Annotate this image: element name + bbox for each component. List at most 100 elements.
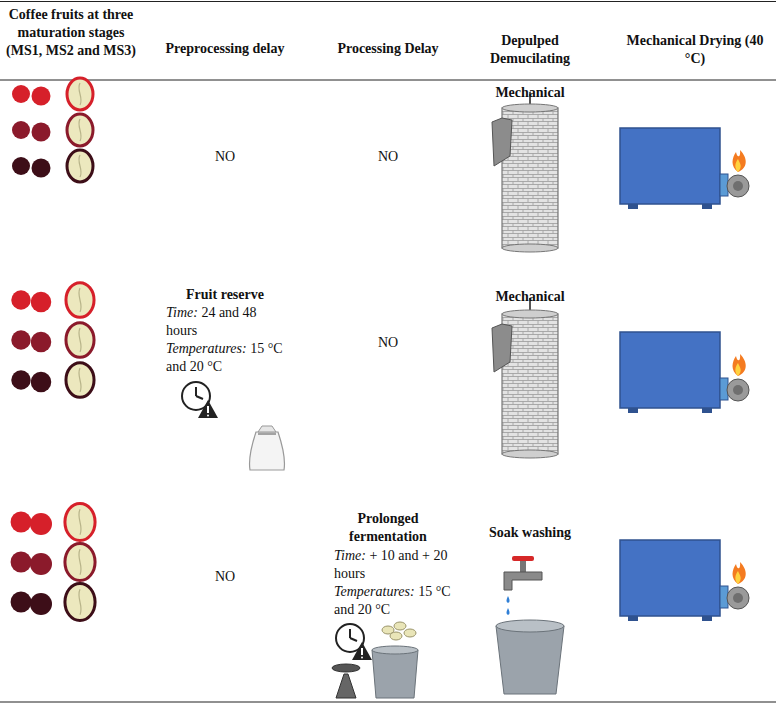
coffee-fruit-row	[11, 592, 32, 613]
fermentation-icons	[372, 646, 418, 654]
soak-washing-icons	[512, 556, 534, 561]
fermentation-icons	[394, 622, 406, 630]
coffee-fruit-row	[65, 583, 95, 620]
coffee-fruit-row	[11, 323, 94, 358]
treatment-detail: Temperatures: 15 °C and 20 °C	[334, 583, 454, 619]
coffee-fruit-row	[79, 83, 81, 105]
coffee-fruit-row	[79, 589, 81, 615]
coffee-fruit-row	[11, 363, 94, 398]
depulper-cylinder	[492, 92, 558, 252]
coffee-fruit-row	[67, 114, 93, 146]
table-rules	[0, 701, 776, 702]
depulper-cylinder	[492, 298, 558, 458]
coffee-fruit-row	[31, 372, 52, 393]
treatment-title: Fruit reserve	[160, 286, 290, 304]
clock-warning	[182, 382, 218, 418]
coffee-fruit-row	[12, 121, 30, 139]
table-cell: NO	[358, 148, 418, 166]
soak-washing-icons	[496, 626, 564, 694]
coffee-fruit-row	[30, 553, 52, 575]
coffee-fruit-row	[79, 549, 81, 575]
method-label: Soak washing	[475, 524, 585, 542]
method-label: Mechanical	[475, 288, 585, 306]
coffee-fruit-row	[67, 150, 93, 182]
fermentation-icons	[332, 622, 418, 698]
coffee-fruit-row	[79, 368, 81, 392]
column-header: Depulped Demucilating	[478, 32, 582, 68]
coffee-fruit-row	[79, 155, 81, 177]
coffee-fruit-row	[30, 513, 52, 535]
coffee-fruit-row	[79, 119, 81, 141]
fermentation-icons	[372, 650, 418, 698]
coffee-fruit-row	[12, 150, 93, 182]
coffee-fruit-row	[79, 509, 81, 535]
coffee-fruit-row	[66, 363, 94, 398]
coffee-fruit-row	[30, 593, 52, 615]
mechanical-dryer	[620, 540, 749, 621]
coffee-fruit-row	[11, 290, 30, 309]
table-rules	[0, 1, 776, 2]
treatment-title: Prolonged fermentation	[328, 510, 448, 546]
fermentation-icons	[404, 629, 416, 637]
coffee-fruit-row	[12, 78, 93, 110]
soak-washing-icons	[507, 596, 510, 603]
coffee-fruit-row	[11, 370, 30, 389]
coffee-fruit-row	[66, 283, 94, 318]
mechanical-dryer	[620, 128, 749, 209]
coffee-fruit-row	[11, 283, 94, 318]
mechanical-dryer	[620, 332, 749, 413]
soak-washing-icons	[520, 560, 526, 572]
table-cell: NO	[195, 148, 255, 166]
coffee-fruit-row	[65, 503, 95, 540]
soak-washing-icons	[507, 608, 510, 615]
coffee-fruit-row	[11, 583, 96, 620]
text-run: Temperatures:	[334, 584, 415, 599]
treatment-detail: Time: 24 and 48 hours	[166, 304, 288, 340]
fruit-sack	[258, 426, 276, 432]
soak-washing-icons	[496, 556, 564, 694]
coffee-fruit-row	[11, 503, 96, 540]
fruit-sack	[258, 433, 276, 435]
coffee-fruit-row	[31, 292, 52, 313]
coffee-fruit-row	[66, 323, 94, 358]
coffee-fruits	[11, 78, 96, 621]
coffee-fruit-row	[79, 288, 81, 312]
column-header: Processing Delay	[313, 40, 463, 58]
column-header: Mechanical Drying (40 °C)	[625, 32, 765, 68]
coffee-fruit-row	[32, 159, 51, 178]
soak-washing-icons	[496, 620, 564, 632]
coffee-fruit-row	[79, 328, 81, 352]
treatment-detail: Temperatures: 15 °C and 20 °C	[166, 340, 288, 376]
text-run: Time:	[334, 548, 366, 563]
coffee-fruit-row	[65, 543, 95, 580]
table-rules	[0, 80, 776, 81]
fermentation-icons	[336, 674, 356, 698]
column-header: Coffee fruits at three maturation stages…	[4, 6, 138, 60]
text-run: Time:	[166, 305, 198, 320]
fruit-sack	[249, 432, 284, 470]
coffee-fruit-row	[12, 85, 30, 103]
coffee-fruit-row	[11, 552, 32, 573]
soak-washing-icons	[504, 572, 542, 590]
column-header: Preprocessing delay	[145, 40, 305, 58]
clock-warning	[336, 624, 372, 660]
coffee-fruit-row	[31, 332, 52, 353]
coffee-fruit-row	[11, 330, 30, 349]
fruit-sack	[249, 426, 284, 470]
coffee-fruit-row	[32, 123, 51, 142]
fermentation-icons	[332, 664, 360, 672]
coffee-fruit-row	[11, 512, 32, 533]
coffee-fruit-row	[32, 87, 51, 106]
coffee-fruit-row	[12, 157, 30, 175]
table-cell: NO	[358, 334, 418, 352]
coffee-fruit-row	[12, 114, 93, 146]
fermentation-icons	[390, 632, 402, 640]
coffee-fruit-row	[11, 543, 96, 580]
text-run: Temperatures:	[166, 341, 247, 356]
method-label: Mechanical	[475, 84, 585, 102]
treatment-detail: Time: + 10 and + 20 hours	[334, 547, 454, 583]
coffee-fruit-row	[67, 78, 93, 110]
